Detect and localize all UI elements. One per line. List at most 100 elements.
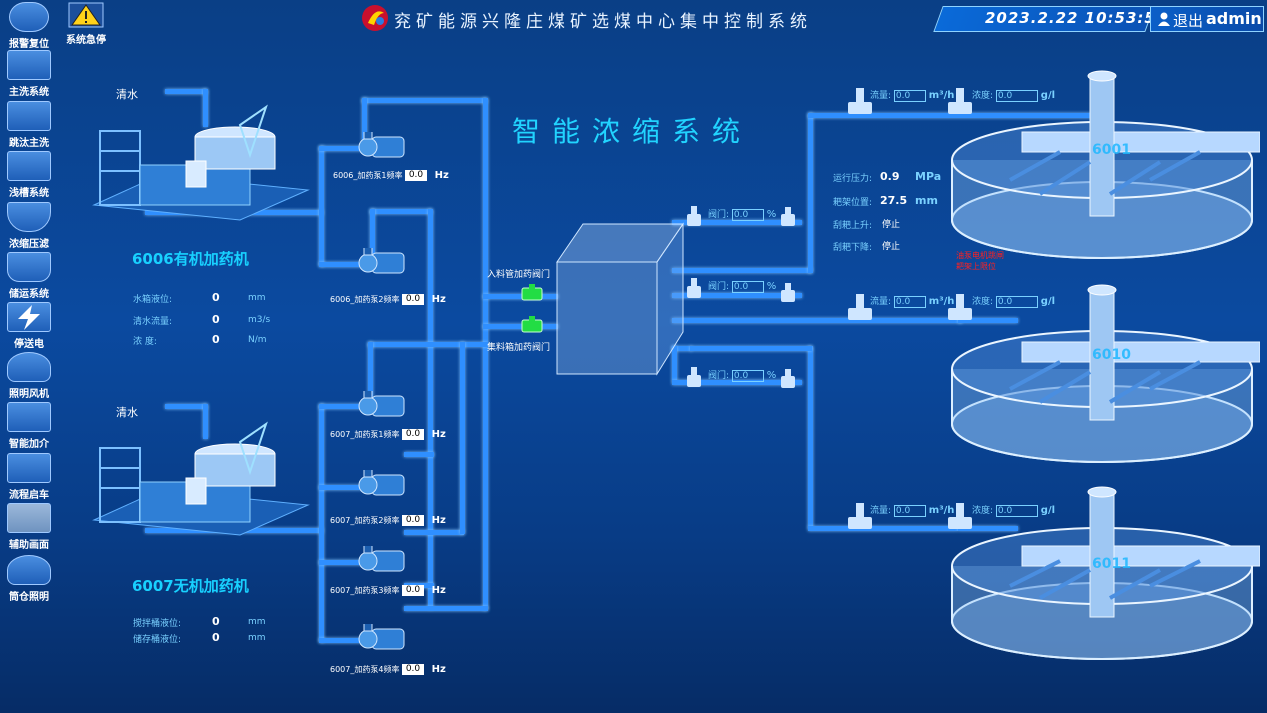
flow-unit: m³/h <box>928 296 955 307</box>
jig-icon <box>7 101 51 131</box>
conc-label: 浓度: <box>972 506 994 516</box>
pump-6007-4-icon[interactable] <box>358 624 410 654</box>
thickener-6011-graphic <box>951 486 1260 660</box>
pump-6006-2-icon[interactable] <box>358 248 410 278</box>
flowmeter-icon <box>848 88 872 114</box>
valve-icon[interactable] <box>684 204 704 228</box>
mixing-box-graphic <box>556 222 684 376</box>
conc-unit: g/l <box>1040 505 1056 516</box>
sidebar-item-smart-medium[interactable]: 智能加介 <box>4 402 54 450</box>
emergency-stop-button[interactable]: 系统急停 <box>62 2 110 46</box>
pump-6007-1-icon[interactable] <box>358 391 410 421</box>
valve-icon[interactable] <box>684 365 704 389</box>
shallow-tank-icon <box>7 151 51 181</box>
inlet-valve-icon[interactable] <box>520 284 544 304</box>
valve-value[interactable]: 0.0 <box>731 369 764 382</box>
valve-value[interactable]: 0.0 <box>731 208 764 221</box>
sidebar-item-main-wash[interactable]: 主洗系统 <box>4 50 54 98</box>
conc-label: 浓度: <box>972 297 994 307</box>
pump-freq-value[interactable]: 0.0 <box>402 429 424 440</box>
valve-label: 阀门: 0.0 % <box>708 280 777 293</box>
warning-icon <box>68 2 104 28</box>
user-name: admin <box>1206 9 1262 28</box>
valve-icon[interactable] <box>684 276 704 300</box>
conc-unit: g/l <box>1040 296 1056 307</box>
thickener-6001-id: 6001 <box>1092 142 1131 158</box>
storage-icon <box>7 252 51 282</box>
flow-label: 流量: <box>870 297 892 307</box>
pump-freq-value[interactable]: 0.0 <box>402 664 424 675</box>
sidebar-item-label: 筒仓照明 <box>9 592 49 603</box>
valve-value[interactable]: 0.0 <box>731 280 764 293</box>
sidebar-item-process-start[interactable]: 流程启车 <box>4 453 54 501</box>
densitymeter-icon <box>948 294 972 320</box>
pump-freq-6007-4: 6007_加药泵4频率 0.0 Hz <box>330 664 446 675</box>
pump-freq-value[interactable]: 0.0 <box>402 585 424 596</box>
flowmeter-icon <box>781 283 795 302</box>
rake-up-value: 停止 <box>882 220 901 230</box>
sidebar-item-label: 辅助画面 <box>9 540 49 551</box>
flowmeter-icon <box>781 369 795 388</box>
page-title: 智能浓缩系统 <box>512 115 753 148</box>
sidebar-item-shallow-tank[interactable]: 浅槽系统 <box>4 151 54 199</box>
valve-row-1: 阀门: 0.0 % <box>684 204 776 228</box>
pump-freq-6006-1: 6006_加药泵1频率 0.0 Hz <box>333 170 449 181</box>
dosing-6006-row-unit: m3/s <box>248 315 271 325</box>
sidebar-item-lighting-fan[interactable]: 照明风机 <box>4 352 54 400</box>
sidebar-item-auxiliary[interactable]: 辅助画面 <box>4 503 54 551</box>
conc-value[interactable]: 0.0 <box>995 295 1038 308</box>
valve-row-2: 阀门: 0.0 % <box>684 276 776 304</box>
pump-freq-6007-1: 6007_加药泵1频率 0.0 Hz <box>330 429 446 440</box>
pump-6007-3-icon[interactable] <box>358 546 410 576</box>
user-icon <box>1158 12 1170 26</box>
lighting-fan-icon <box>7 352 51 382</box>
flow-value[interactable]: 0.0 <box>893 295 926 308</box>
valve-row-3: 阀门: 0.0 % <box>684 365 776 393</box>
conc-value[interactable]: 0.0 <box>995 89 1038 102</box>
dosing-machine-6006-graphic <box>92 104 310 221</box>
pump-6006-1-icon[interactable] <box>358 132 410 162</box>
pump-freq-value[interactable]: 0.0 <box>402 294 424 305</box>
dosing-6007-row-unit: mm <box>248 617 266 627</box>
sidebar-item-power[interactable]: 停送电 <box>4 302 54 350</box>
alarm-reset-icon <box>9 2 49 32</box>
pressure-label: 运行压力: <box>833 174 873 184</box>
thickener-6011-id: 6011 <box>1092 556 1131 572</box>
flow-value[interactable]: 0.0 <box>893 504 926 517</box>
sidebar-item-silo-lighting[interactable]: 筒仓照明 <box>4 555 54 603</box>
flow-unit: m³/h <box>928 505 955 516</box>
smart-medium-icon <box>7 402 51 432</box>
pump-freq-6007-3: 6007_加药泵3频率 0.0 Hz <box>330 585 446 596</box>
thickener-6011-instruments: 流量: 0.0 m³/h 浓度: 0.0 g/l <box>848 501 1068 535</box>
rake-position-label: 耙架位置: <box>833 198 873 208</box>
thickener-6010-graphic <box>951 284 1260 463</box>
dosing-machine-6007-graphic <box>92 421 310 536</box>
rake-down-value: 停止 <box>882 242 901 252</box>
sidebar-item-filter-press[interactable]: 浓缩压滤 <box>4 202 54 250</box>
thickener-6001-instruments: 流量: 0.0 m³/h 浓度: 0.0 g/l <box>848 86 1068 120</box>
sidebar-item-storage[interactable]: 储运系统 <box>4 252 54 300</box>
pump-6007-2-icon[interactable] <box>358 470 410 500</box>
inlet-valve-label: 入料管加药阀门 <box>487 270 551 280</box>
flow-value[interactable]: 0.0 <box>893 89 926 102</box>
pump-freq-6007-2: 6007_加药泵2频率 0.0 Hz <box>330 515 446 526</box>
pump-freq-value[interactable]: 0.0 <box>405 170 427 181</box>
pump-freq-unit: Hz <box>431 294 446 305</box>
sidebar-item-alarm-reset[interactable]: 报警复位 <box>4 2 54 50</box>
pump-label: 6006_加药泵2频率 <box>330 295 400 304</box>
conc-value[interactable]: 0.0 <box>995 504 1038 517</box>
pump-label: 6007_加药泵3频率 <box>330 586 400 595</box>
sidebar-item-jig[interactable]: 跳汰主洗 <box>4 101 54 149</box>
filter-press-icon <box>7 202 51 232</box>
logout-button[interactable]: 退出 admin <box>1150 6 1264 32</box>
emergency-stop-label: 系统急停 <box>66 35 106 46</box>
sidebar-item-label: 浅槽系统 <box>9 188 49 199</box>
thickener-6010-id: 6010 <box>1092 347 1131 363</box>
collect-valve-icon[interactable] <box>520 316 544 336</box>
dosing-6007-name: 6007无机加药机 <box>132 577 249 595</box>
dosing-6006-row-value: 0 <box>212 333 220 346</box>
sidebar-item-label: 照明风机 <box>9 389 49 400</box>
sidebar: 报警复位 主洗系统 跳汰主洗 浅槽系统 浓缩压滤 储运系统 停送电 照明风机 智… <box>0 0 56 713</box>
dosing-6006-row-unit: N/m <box>248 335 267 345</box>
pump-freq-value[interactable]: 0.0 <box>402 515 424 526</box>
